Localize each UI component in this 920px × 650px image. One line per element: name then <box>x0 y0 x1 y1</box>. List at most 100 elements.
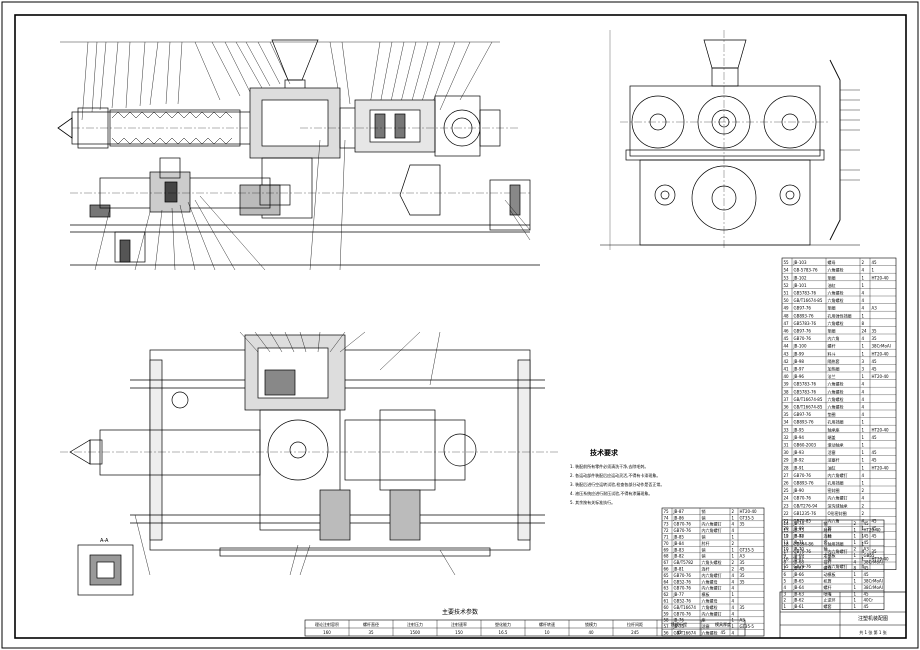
bom-cell: JB-94 <box>793 435 805 440</box>
bom-cell: 68 <box>664 554 670 559</box>
bom-cell: 30 <box>784 450 790 455</box>
bom-cell: JB-81 <box>673 567 685 572</box>
bom-cell: JB-87 <box>793 557 805 562</box>
bom-cell: 1 <box>862 458 865 463</box>
bom-cell: 连杆 <box>824 533 832 539</box>
bom-cell: 31 <box>784 443 790 448</box>
bom-cell: GB70-76 <box>674 573 692 578</box>
bom-cell: 轴承座 <box>828 426 840 432</box>
bom-cell: 1 <box>862 427 865 432</box>
bom-cell: 24 <box>862 329 868 334</box>
bom-cell: JB-97 <box>793 367 805 372</box>
bom-cell: 38CrMoAl <box>864 579 883 584</box>
bom-cell: 螺杆 <box>824 584 832 590</box>
bom-cell: 轴 <box>828 533 832 539</box>
bom-cell: JB-96 <box>793 374 805 379</box>
bom-cell: 2 <box>784 598 787 603</box>
bom-cell: GB893-76 <box>794 313 814 318</box>
bom-cell: JB-100 <box>793 344 807 349</box>
bom-cell: 4 <box>732 605 735 610</box>
bom-cell: GB894-86 <box>794 541 814 546</box>
bom-cell: 66 <box>664 567 670 572</box>
bom-cell: 5 <box>784 579 787 584</box>
bom-cell: 3 <box>862 367 865 372</box>
bom-cell: 轴用挡圈 <box>828 540 844 546</box>
param-header: 拉杆间距 <box>627 621 643 627</box>
bom-cell: JB-82 <box>673 554 685 559</box>
bom-cell: 隔热套 <box>828 358 840 364</box>
bom-cell: GB/T16674-85 <box>794 405 823 410</box>
bom-cell: JB-102 <box>793 275 807 280</box>
bom-cell: 4 <box>862 389 865 394</box>
bom-cell: 14 <box>784 521 790 526</box>
bom-cell: GB893-76 <box>794 481 814 486</box>
bom-cell: GB5783-76 <box>794 382 817 387</box>
bom-cell: JB-95 <box>793 427 805 432</box>
bom-cell: 4 <box>732 528 735 533</box>
bom-cell: 4 <box>862 496 865 501</box>
bom-cell: 13 <box>784 527 790 532</box>
bom-cell: 内六角螺钉 <box>702 610 722 616</box>
bom-cell: 4 <box>862 397 865 402</box>
bom-cell: 料斗 <box>828 350 836 356</box>
bom-cell: 螺母 <box>824 565 832 571</box>
bom-cell: 40 <box>784 374 790 379</box>
bom-cell: 活塞杆 <box>828 457 840 463</box>
bom-cell: JB-65 <box>793 579 805 584</box>
bom-cell: 51 <box>784 291 790 296</box>
bom-cell: JB-61 <box>793 604 805 609</box>
bom-cell: 45 <box>872 359 878 364</box>
bom-cell: GB70-76 <box>794 496 812 501</box>
bom-cell: JB-87 <box>673 509 685 514</box>
bom-cell: 六角螺栓 <box>828 404 844 410</box>
side-view <box>600 30 860 250</box>
bom-cell: 25 <box>784 488 790 493</box>
bom-cell: 1 <box>732 547 735 552</box>
bom-cell: 1 <box>862 557 865 562</box>
bom-cell: 六角螺栓 <box>828 297 844 303</box>
bom-cell: 21 <box>784 519 790 524</box>
bom-cell: HT20-40 <box>740 509 758 514</box>
bom-cell: 垫圈 <box>828 305 836 311</box>
bom-cell: 18 <box>784 541 790 546</box>
bom-cell: 孔用挡圈 <box>828 480 844 486</box>
bom-cell: 1 <box>732 592 735 597</box>
bom-cell: 内六角螺钉 <box>702 521 722 527</box>
bom-cell: 70 <box>664 541 670 546</box>
bom-cell: GT35-5 <box>740 515 755 520</box>
bom-cell: 1 <box>862 481 865 486</box>
bom-cell: 45 <box>872 450 878 455</box>
bom-cell: 内六角螺钉 <box>702 585 722 591</box>
bom-cell: 60 <box>664 605 670 610</box>
bom-cell: HT20-40 <box>872 374 890 379</box>
bom-cell: GB60-2003 <box>794 443 817 448</box>
bom-cell: 63 <box>664 586 670 591</box>
bom-cell: JB-76 <box>673 618 685 623</box>
bom-cell: 4 <box>862 549 865 554</box>
bom-cell: 1 <box>784 604 787 609</box>
bom-cell: JB-63 <box>793 591 805 596</box>
bom-cell: 7 <box>784 566 787 571</box>
title-block-name: 注塑机装配图 <box>858 615 888 622</box>
bom-cell: 75 <box>664 509 670 514</box>
bom-cell: GT35-5 <box>740 547 755 552</box>
bom-cell: GB5783-76 <box>794 389 817 394</box>
bom-cell: 动模板 <box>824 571 836 577</box>
bom-cell: 23 <box>784 503 790 508</box>
bom-cell: 1 <box>862 275 865 280</box>
bom-cell: 1 <box>862 283 865 288</box>
bom-cell: 1 <box>862 313 865 318</box>
bom-cell: GB97-76 <box>794 412 812 417</box>
param-header: 锁模力 <box>585 621 597 627</box>
bom-cell: GB5783-76 <box>794 291 817 296</box>
title-block: 注塑机装配图 共 1 张 第 1 张 <box>779 591 907 639</box>
bom-cell: GB52-76 <box>674 579 692 584</box>
bom-cell: 11 <box>784 540 790 545</box>
bom-cell: JB-98 <box>793 359 805 364</box>
bom-cell: GB70-76 <box>674 528 692 533</box>
bom-cell: 35 <box>872 336 878 341</box>
bom-cell: 35 <box>872 329 878 334</box>
section-label: A-A <box>100 538 109 544</box>
